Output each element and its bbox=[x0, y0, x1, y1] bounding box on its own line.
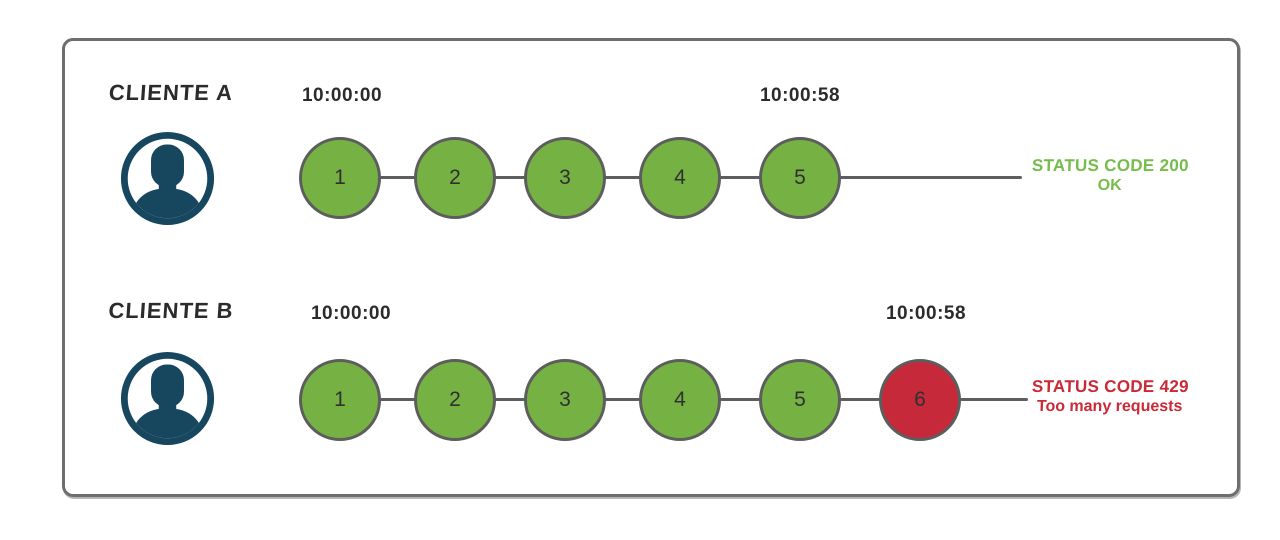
client-a-label: CLIENTE A bbox=[108, 80, 235, 105]
request-node-a1: 1 bbox=[299, 137, 381, 219]
client-b-label: CLIENTE B bbox=[107, 298, 235, 323]
client-b-status-code: STATUS CODE 429 bbox=[1031, 377, 1190, 396]
request-node-b1: 1 bbox=[299, 359, 381, 441]
request-node-a4: 4 bbox=[639, 137, 721, 219]
client-a-status-message: OK bbox=[1097, 177, 1122, 195]
request-node-b6-rate-limited: 6 bbox=[879, 359, 961, 441]
request-node-a5: 5 bbox=[759, 137, 841, 219]
client-b-avatar-icon bbox=[120, 351, 215, 446]
client-a-status-code: STATUS CODE 200 bbox=[1031, 156, 1190, 175]
request-node-b2: 2 bbox=[414, 359, 496, 441]
request-node-a3: 3 bbox=[524, 137, 606, 219]
client-b-status: STATUS CODE 429 Too many requests bbox=[1004, 376, 1215, 417]
client-a-start-time: 10:00:00 bbox=[301, 85, 383, 106]
request-node-b4: 4 bbox=[639, 359, 721, 441]
client-b-start-time: 10:00:00 bbox=[310, 303, 392, 324]
client-a-end-time: 10:00:58 bbox=[759, 85, 841, 106]
request-node-b5: 5 bbox=[759, 359, 841, 441]
request-node-b3: 3 bbox=[524, 359, 606, 441]
client-a-status: STATUS CODE 200 OK bbox=[1004, 155, 1215, 196]
request-node-a2: 2 bbox=[414, 137, 496, 219]
client-a-avatar-icon bbox=[120, 131, 215, 226]
client-b-end-time: 10:00:58 bbox=[885, 303, 967, 324]
client-b-status-message: Too many requests bbox=[1036, 398, 1183, 416]
